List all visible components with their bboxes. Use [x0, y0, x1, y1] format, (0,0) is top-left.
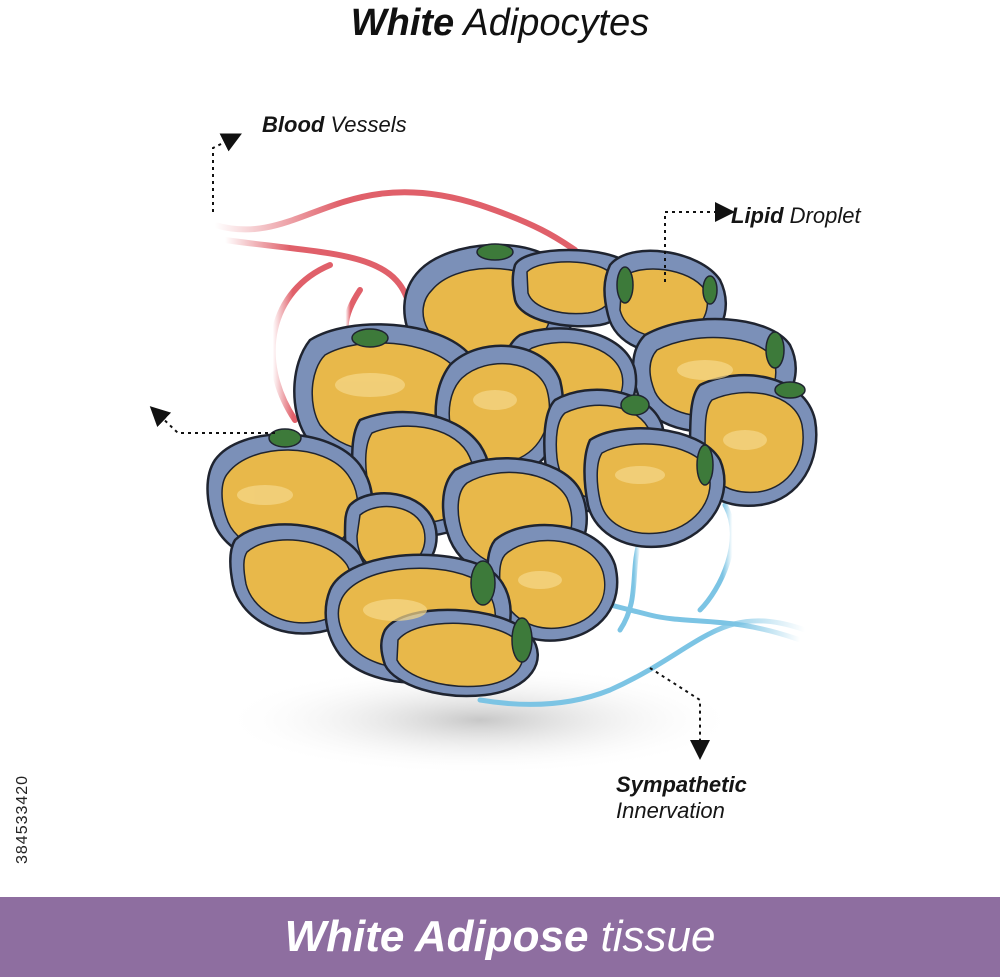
page-title: White Adipocytes	[0, 2, 1000, 45]
footer-banner: White Adipose tissue	[0, 897, 1000, 977]
nucleus	[620, 394, 650, 416]
footer-regular: tissue	[600, 912, 716, 961]
adipocyte-cluster	[206, 243, 818, 698]
lipid-pointer	[664, 202, 735, 282]
nucleus	[351, 328, 389, 348]
pointer-lines	[149, 133, 735, 760]
nucleus	[476, 243, 514, 261]
nucleus	[765, 331, 785, 369]
nucleus-pointer	[149, 406, 275, 434]
nucleus	[268, 428, 302, 448]
adipose-diagram	[149, 133, 818, 775]
stock-id: 384533420	[14, 774, 31, 864]
nerve-pointer	[649, 667, 710, 760]
blood-vessels	[212, 189, 578, 423]
lipid-droplet-label: Lipid Droplet	[731, 203, 861, 228]
nucleus	[511, 617, 533, 663]
footer-bold: White Adipose	[284, 912, 589, 961]
title-bold: White	[350, 2, 455, 44]
title-regular: Adipocytes	[463, 2, 650, 44]
nucleus	[616, 266, 634, 304]
sympathetic-innervation-label: Sympathetic Innervation	[616, 772, 747, 824]
nucleus	[774, 381, 806, 399]
nucleus	[696, 444, 714, 486]
nuclei	[268, 243, 806, 663]
blood-vessels-label: Blood Vessels	[262, 112, 407, 137]
blood-pointer	[212, 133, 242, 212]
nucleus	[470, 560, 496, 606]
lipid-highlights	[237, 360, 767, 621]
nucleus	[702, 275, 718, 305]
